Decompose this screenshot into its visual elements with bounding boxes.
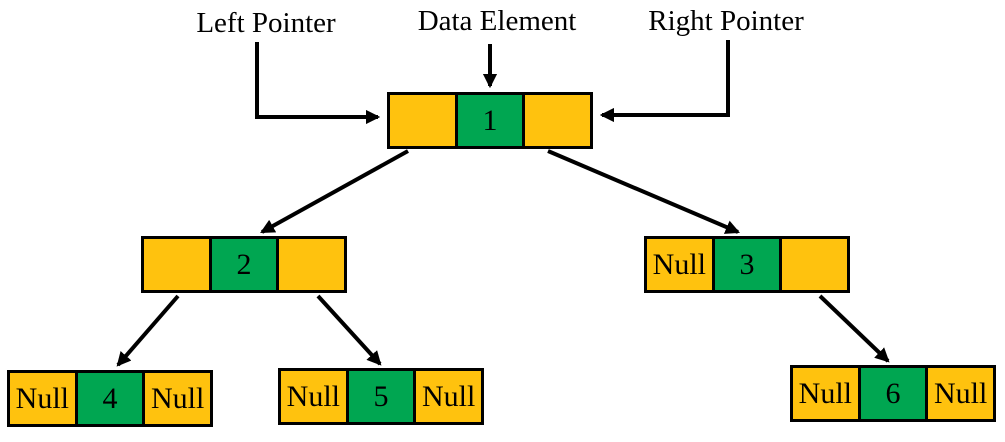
edge-node-2-to-node-4 <box>116 294 180 367</box>
node-1-right-pointer-cell <box>525 95 591 146</box>
tree-node-2: 2 <box>141 236 347 293</box>
node-2-left-pointer-cell <box>144 239 209 290</box>
tree-node-5: Null 5 Null <box>278 368 484 425</box>
tree-node-1: 1 <box>387 92 593 149</box>
node-4-right-pointer-cell: Null <box>145 373 211 424</box>
tree-node-6: Null 6 Null <box>790 365 996 422</box>
node-6-right-pointer-cell: Null <box>928 368 994 419</box>
label-data-element: Data Element <box>417 5 577 37</box>
left-pointer-callout-arrow <box>255 42 381 125</box>
node-3-left-pointer-cell: Null <box>647 239 712 290</box>
node-2-right-pointer-cell <box>279 239 345 290</box>
node-1-left-pointer-cell <box>390 95 455 146</box>
tree-node-4: Null 4 Null <box>7 370 213 427</box>
edge-node-2-to-node-5 <box>316 294 382 366</box>
node-5-left-pointer-cell: Null <box>281 371 346 422</box>
edge-node-1-to-node-2 <box>260 149 409 234</box>
node-4-left-pointer-cell: Null <box>10 373 75 424</box>
node-1-data-cell: 1 <box>454 95 526 146</box>
node-5-data-cell: 5 <box>345 371 417 422</box>
node-6-data-cell: 6 <box>857 368 929 419</box>
node-2-data-cell: 2 <box>208 239 280 290</box>
node-5-right-pointer-cell: Null <box>416 371 482 422</box>
label-right-pointer: Right Pointer <box>648 5 804 37</box>
node-3-right-pointer-cell <box>782 239 848 290</box>
edge-node-3-to-node-6 <box>818 294 890 363</box>
tree-node-3: Null 3 <box>644 236 850 293</box>
node-6-left-pointer-cell: Null <box>793 368 858 419</box>
label-left-pointer: Left Pointer <box>196 7 336 39</box>
right-pointer-callout-arrow <box>599 40 730 123</box>
node-4-data-cell: 4 <box>74 373 146 424</box>
edge-node-1-to-node-3 <box>547 149 740 234</box>
node-3-data-cell: 3 <box>711 239 783 290</box>
